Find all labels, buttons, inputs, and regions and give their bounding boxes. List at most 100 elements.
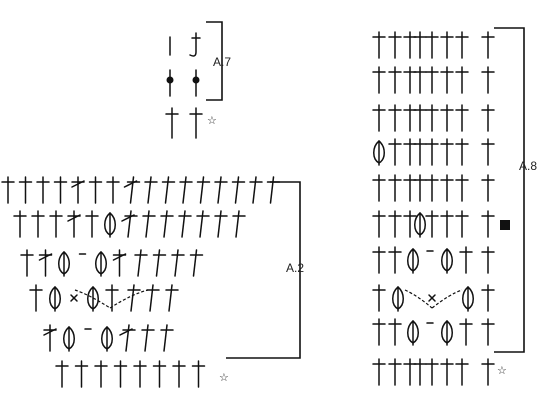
treble-symbol — [481, 66, 495, 94]
puff-stitch-symbol — [87, 286, 99, 312]
treble-symbol — [388, 104, 402, 132]
treble-symbol — [179, 176, 193, 204]
treble-symbol — [113, 360, 128, 388]
treble-symbol — [440, 210, 454, 238]
treble-symbol — [231, 176, 246, 204]
treble-symbol — [161, 176, 176, 204]
treble-symbol — [455, 174, 469, 202]
treble-symbol — [178, 210, 192, 238]
treble-symbol — [403, 31, 417, 59]
repeat-bracket-a8 — [494, 27, 525, 353]
puff-stitch-symbol — [407, 320, 419, 346]
treble-symbol — [196, 210, 210, 238]
treble-symbol — [388, 210, 402, 238]
stitch-grid-a8 — [372, 31, 495, 386]
treble-symbol — [481, 284, 495, 312]
treble-symbol — [455, 104, 469, 132]
treble-symbol — [403, 358, 417, 386]
treble-symbol — [403, 210, 417, 238]
crossed-treble-symbol — [67, 210, 81, 238]
treble-symbol — [425, 104, 439, 132]
treble-symbol — [481, 358, 495, 386]
puff-stitch-symbol — [104, 212, 116, 238]
puff-stitch-symbol — [462, 286, 474, 312]
treble-symbol — [36, 176, 50, 204]
puff-stitch-symbol — [407, 248, 419, 274]
treble-symbol — [481, 174, 495, 202]
treble-symbol — [440, 138, 454, 166]
treble-symbol — [127, 284, 141, 312]
treble-symbol — [425, 358, 439, 386]
treble-symbol — [455, 358, 469, 386]
crossed-treble-symbol — [38, 249, 53, 277]
treble-symbol — [13, 210, 27, 238]
treble-symbol — [372, 284, 386, 312]
repeat-bracket-a7 — [206, 21, 223, 101]
treble-symbol — [20, 249, 34, 277]
treble-symbol — [403, 104, 417, 132]
treble-symbol — [232, 210, 246, 238]
single-crochet-symbol — [70, 294, 78, 302]
treble-symbol — [372, 31, 386, 59]
treble-symbol — [413, 138, 427, 166]
slip-stitch-symbol — [166, 69, 174, 97]
treble-symbol — [165, 107, 179, 139]
treble-symbol — [214, 210, 228, 238]
treble-symbol — [55, 360, 69, 388]
treble-symbol — [160, 210, 174, 238]
puff-stitch-symbol — [392, 286, 404, 312]
treble-symbol — [481, 210, 495, 238]
treble-symbol — [425, 174, 439, 202]
crossed-treble-symbol — [121, 210, 138, 238]
treble-symbol — [440, 174, 454, 202]
diagram-a8: ☆ A.8 — [372, 27, 537, 386]
treble-symbol — [372, 246, 386, 274]
treble-symbol — [388, 246, 402, 274]
treble-symbol — [425, 66, 439, 94]
treble-symbol — [388, 138, 402, 166]
puff-stitch-symbol — [441, 320, 453, 346]
treble-symbol — [425, 138, 439, 166]
treble-symbol — [152, 360, 167, 388]
treble-symbol — [214, 176, 228, 204]
treble-symbol — [413, 31, 427, 59]
puff-arc — [431, 289, 463, 309]
treble-symbol — [134, 249, 148, 277]
treble-symbol — [455, 210, 469, 238]
treble-symbol — [481, 246, 495, 274]
treble-symbol — [372, 210, 386, 238]
treble-symbol — [189, 249, 204, 277]
treble-symbol — [372, 318, 386, 346]
treble-symbol — [152, 249, 167, 277]
treble-symbol — [388, 358, 402, 386]
treble-symbol — [372, 174, 386, 202]
treble-symbol — [141, 324, 155, 352]
repeat-bracket-a2 — [226, 181, 301, 359]
crossed-treble-symbol — [71, 176, 85, 204]
treble-symbol — [142, 210, 156, 238]
treble-symbol — [372, 66, 386, 94]
treble-symbol — [481, 31, 495, 59]
treble-symbol — [249, 176, 263, 204]
row-start-star-mark: ☆ — [497, 364, 507, 377]
treble-symbol — [440, 104, 454, 132]
treble-symbol — [74, 360, 89, 388]
loop-stitch-symbol — [189, 32, 201, 57]
treble-symbol — [372, 104, 386, 132]
treble-symbol — [413, 104, 427, 132]
puff-stitch-symbol — [49, 286, 61, 312]
treble-symbol — [413, 174, 427, 202]
treble-symbol — [31, 210, 45, 238]
crossed-treble-symbol — [123, 176, 141, 204]
treble-symbol — [455, 138, 469, 166]
diagram-a7: ☆ A.7 — [165, 21, 231, 139]
puff-stitch-symbol — [441, 248, 453, 274]
treble-symbol — [388, 318, 402, 346]
treble-symbol — [106, 176, 120, 204]
treble-symbol — [88, 176, 103, 204]
treble-symbol — [455, 31, 469, 59]
treble-symbol — [440, 31, 454, 59]
treble-symbol — [459, 318, 473, 346]
treble-symbol — [372, 358, 386, 386]
treble-symbol — [388, 174, 402, 202]
